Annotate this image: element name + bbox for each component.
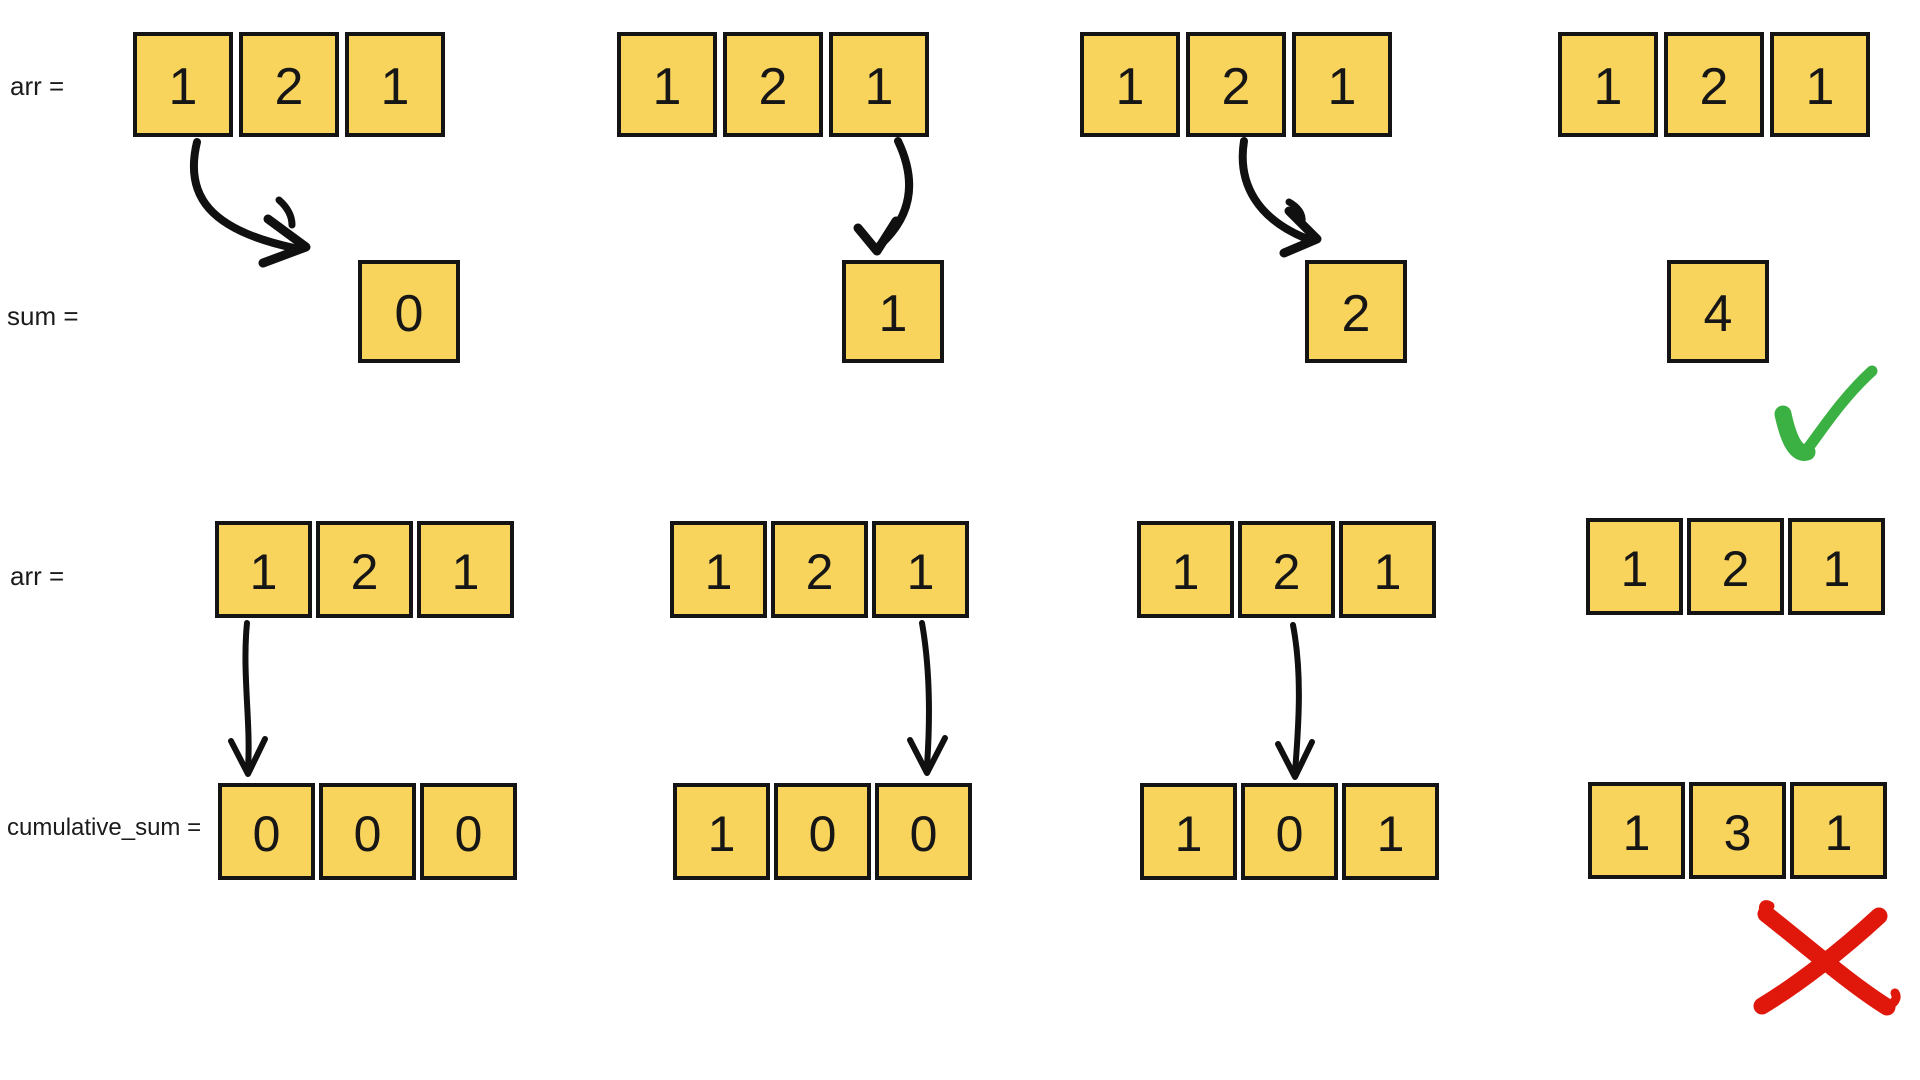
array-cell: 0 bbox=[218, 783, 315, 880]
array-cell: 0 bbox=[1241, 783, 1338, 880]
arr-array-step8: 1 2 1 bbox=[1586, 518, 1885, 615]
array-cell: 2 bbox=[771, 521, 868, 618]
array-cell: 1 bbox=[1790, 782, 1887, 879]
sum-value-box-step3: 2 bbox=[1305, 260, 1407, 363]
array-cell: 1 bbox=[1588, 782, 1685, 879]
array-cell: 2 bbox=[316, 521, 413, 618]
arr-array-step6: 1 2 1 bbox=[670, 521, 969, 618]
array-cell: 1 bbox=[417, 521, 514, 618]
cumulative-sum-array-step6: 1 0 0 bbox=[673, 783, 972, 880]
array-cell: 1 bbox=[670, 521, 767, 618]
array-cell: 2 bbox=[1186, 32, 1286, 137]
sum-label: sum = bbox=[7, 301, 79, 331]
array-cell: 2 bbox=[723, 32, 823, 137]
array-cell: 2 bbox=[1664, 32, 1764, 137]
cross-icon bbox=[1753, 900, 1901, 1016]
arrow-arr1-to-cumulative bbox=[1275, 622, 1315, 780]
array-cell: 1 bbox=[1558, 32, 1658, 137]
check-icon bbox=[1774, 365, 1878, 461]
array-cell: 1 bbox=[872, 521, 969, 618]
cumulative-sum-array-step5: 0 0 0 bbox=[218, 783, 517, 880]
arr-array-step2: 1 2 1 bbox=[617, 32, 929, 137]
arr-array-step5: 1 2 1 bbox=[215, 521, 514, 618]
array-cell: 1 bbox=[1770, 32, 1870, 137]
array-cell: 1 bbox=[1788, 518, 1885, 615]
array-cell: 1 bbox=[1339, 521, 1436, 618]
array-cell: 1 bbox=[673, 783, 770, 880]
array-cell: 0 bbox=[875, 783, 972, 880]
arrow-arr0-to-cumulative bbox=[228, 620, 268, 777]
array-cell: 2 bbox=[1687, 518, 1784, 615]
array-cell: 1 bbox=[133, 32, 233, 137]
array-cell: 1 bbox=[1137, 521, 1234, 618]
arr-array-step3: 1 2 1 bbox=[1080, 32, 1392, 137]
sum-value-box-step1: 0 bbox=[358, 260, 460, 363]
array-cell: 0 bbox=[420, 783, 517, 880]
array-cell: 3 bbox=[1689, 782, 1786, 879]
array-cell: 1 bbox=[345, 32, 445, 137]
array-cell: 1 bbox=[1140, 783, 1237, 880]
array-cell: 0 bbox=[319, 783, 416, 880]
array-cell: 1 bbox=[1342, 783, 1439, 880]
array-cell: 1 bbox=[617, 32, 717, 137]
arr-array-step4: 1 2 1 bbox=[1558, 32, 1870, 137]
cumulative-sum-array-step7: 1 0 1 bbox=[1140, 783, 1439, 880]
array-cell: 0 bbox=[774, 783, 871, 880]
arrow-arr2-to-cumulative bbox=[907, 620, 948, 776]
sum-value-box-step2: 1 bbox=[842, 260, 944, 363]
arrow-arr1-to-sum bbox=[1238, 137, 1322, 258]
arr-array-step1: 1 2 1 bbox=[133, 32, 445, 137]
cumulative-sum-array-step8: 1 3 1 bbox=[1588, 782, 1887, 879]
sum-value-box-step4: 4 bbox=[1667, 260, 1769, 363]
arr-label-top: arr = bbox=[10, 71, 65, 101]
array-cell: 2 bbox=[1238, 521, 1335, 618]
array-cell: 1 bbox=[829, 32, 929, 137]
cumulative-sum-label: cumulative_sum = bbox=[7, 814, 202, 841]
array-cell: 2 bbox=[239, 32, 339, 137]
arrow-arr2-to-sum bbox=[853, 137, 914, 256]
array-cell: 1 bbox=[215, 521, 312, 618]
arrow-arr0-to-sum bbox=[189, 138, 311, 268]
array-cell: 1 bbox=[1080, 32, 1180, 137]
arr-array-step7: 1 2 1 bbox=[1137, 521, 1436, 618]
arr-label-bottom: arr = bbox=[10, 561, 65, 591]
array-cell: 1 bbox=[1586, 518, 1683, 615]
array-cell: 1 bbox=[1292, 32, 1392, 137]
